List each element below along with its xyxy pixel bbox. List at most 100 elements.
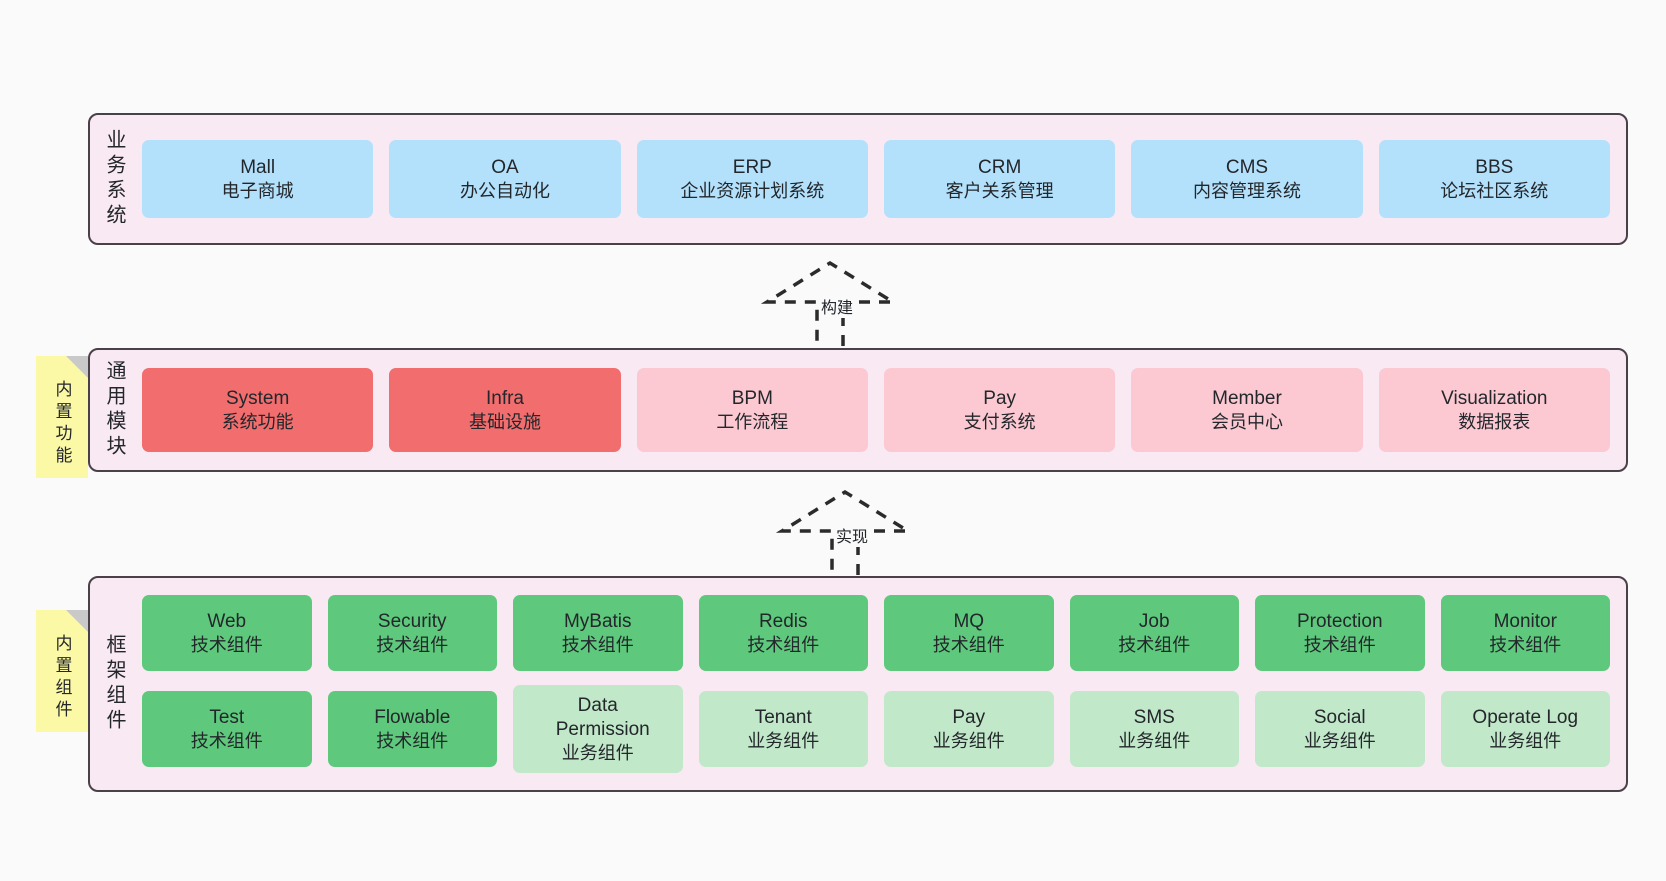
card-title: Redis bbox=[758, 610, 808, 632]
card-subtitle: 客户关系管理 bbox=[945, 180, 1054, 201]
layer-title-business-system: 业务系统 bbox=[90, 115, 138, 243]
card-protection[interactable]: Protection 技术组件 bbox=[1255, 595, 1425, 671]
card-title: Infra bbox=[485, 387, 524, 409]
sticky-note-builtin-components: 内置组件 bbox=[36, 610, 88, 732]
card-subtitle: 办公自动化 bbox=[459, 180, 550, 201]
card-title: Protection bbox=[1296, 610, 1383, 632]
card-pay[interactable]: Pay 支付系统 bbox=[883, 368, 1116, 452]
layer-business-system: 业务系统 Mall 电子商城 OA 办公自动化 ERP 企业资源计划系统 CRM… bbox=[88, 113, 1628, 245]
layer-title-framework-component: 框架组件 bbox=[90, 578, 138, 790]
card-mybatis[interactable]: MyBatis 技术组件 bbox=[513, 595, 683, 671]
card-oa[interactable]: OA 办公自动化 bbox=[389, 140, 621, 218]
layer-framework-component: 框架组件 Web 技术组件 Security 技术组件 MyBatis 技术组件… bbox=[88, 576, 1628, 792]
card-subtitle: 工作流程 bbox=[716, 411, 789, 432]
layer-title-common-module: 通用模块 bbox=[90, 350, 138, 470]
card-subtitle: 基础设施 bbox=[468, 411, 541, 432]
connector-build-label: 构建 bbox=[819, 294, 856, 318]
card-job[interactable]: Job 技术组件 bbox=[1069, 595, 1239, 671]
framework-row-business: Test 技术组件 Flowable 技术组件 Data Permission … bbox=[142, 685, 1610, 773]
sticky-fold-corner bbox=[66, 610, 88, 632]
card-subtitle: 业务组件 bbox=[1303, 730, 1376, 751]
card-subtitle: 技术组件 bbox=[1118, 634, 1191, 655]
card-title: Pay bbox=[983, 387, 1017, 409]
card-title: BPM bbox=[731, 387, 773, 409]
card-subtitle: 技术组件 bbox=[190, 730, 263, 751]
card-title: Security bbox=[377, 610, 447, 632]
card-subtitle: 企业资源计划系统 bbox=[680, 180, 825, 201]
card-title: Test bbox=[209, 706, 245, 728]
card-redis[interactable]: Redis 技术组件 bbox=[698, 595, 868, 671]
layer-title-text: 框架组件 bbox=[103, 634, 125, 734]
sticky-note-text: 内置功能 bbox=[52, 380, 72, 468]
card-title: Job bbox=[1138, 610, 1170, 632]
card-title: MyBatis bbox=[563, 610, 632, 632]
card-tenant[interactable]: Tenant 业务组件 bbox=[698, 691, 868, 767]
card-title: Monitor bbox=[1493, 610, 1557, 632]
card-crm[interactable]: CRM 客户关系管理 bbox=[883, 140, 1116, 218]
card-title: Pay bbox=[952, 706, 986, 728]
card-test[interactable]: Test 技术组件 bbox=[142, 691, 312, 767]
card-cms[interactable]: CMS 内容管理系统 bbox=[1131, 140, 1363, 218]
card-visualization[interactable]: Visualization 数据报表 bbox=[1378, 368, 1610, 452]
card-subtitle: 技术组件 bbox=[747, 634, 820, 655]
card-system[interactable]: System 系统功能 bbox=[142, 368, 374, 452]
card-operate-log[interactable]: Operate Log 业务组件 bbox=[1440, 691, 1610, 767]
card-title: Data Permission bbox=[555, 695, 650, 740]
framework-row-technical: Web 技术组件 Security 技术组件 MyBatis 技术组件 Redi… bbox=[142, 595, 1610, 671]
card-subtitle: 电子商城 bbox=[221, 180, 294, 201]
layer-title-text: 业务系统 bbox=[103, 129, 125, 229]
layer-title-text: 通用模块 bbox=[103, 360, 125, 460]
card-title: Mall bbox=[240, 156, 276, 178]
card-mq[interactable]: MQ 技术组件 bbox=[884, 595, 1054, 671]
card-subtitle: 内容管理系统 bbox=[1192, 180, 1301, 201]
card-pay-business[interactable]: Pay 业务组件 bbox=[884, 691, 1054, 767]
card-erp[interactable]: ERP 企业资源计划系统 bbox=[636, 140, 868, 218]
card-subtitle: 技术组件 bbox=[190, 634, 263, 655]
card-member[interactable]: Member 会员中心 bbox=[1131, 368, 1363, 452]
card-subtitle: 业务组件 bbox=[1118, 730, 1191, 751]
card-subtitle: 业务组件 bbox=[747, 730, 820, 751]
card-subtitle: 系统功能 bbox=[221, 411, 294, 432]
card-mall[interactable]: Mall 电子商城 bbox=[142, 140, 374, 218]
card-subtitle: 技术组件 bbox=[932, 634, 1005, 655]
sticky-note-builtin-features: 内置功能 bbox=[36, 356, 88, 478]
card-title: Web bbox=[207, 610, 247, 632]
card-flowable[interactable]: Flowable 技术组件 bbox=[327, 691, 497, 767]
common-module-cards: System 系统功能 Infra 基础设施 BPM 工作流程 Pay 支付系统… bbox=[138, 350, 1626, 470]
card-infra[interactable]: Infra 基础设施 bbox=[389, 368, 621, 452]
card-title: System bbox=[225, 387, 290, 409]
sticky-fold-corner bbox=[66, 356, 88, 378]
card-bbs[interactable]: BBS 论坛社区系统 bbox=[1378, 140, 1610, 218]
business-system-cards: Mall 电子商城 OA 办公自动化 ERP 企业资源计划系统 CRM 客户关系… bbox=[138, 115, 1626, 243]
card-social[interactable]: Social 业务组件 bbox=[1255, 691, 1425, 767]
card-subtitle: 数据报表 bbox=[1458, 411, 1531, 432]
framework-component-grid: Web 技术组件 Security 技术组件 MyBatis 技术组件 Redi… bbox=[138, 578, 1626, 790]
card-title: MQ bbox=[953, 610, 985, 632]
card-title: OA bbox=[491, 156, 519, 178]
card-sms[interactable]: SMS 业务组件 bbox=[1069, 691, 1239, 767]
card-security[interactable]: Security 技术组件 bbox=[327, 595, 497, 671]
card-subtitle: 业务组件 bbox=[932, 730, 1005, 751]
card-subtitle: 支付系统 bbox=[963, 411, 1036, 432]
card-monitor[interactable]: Monitor 技术组件 bbox=[1440, 595, 1610, 671]
connector-implement: 实现 bbox=[770, 487, 920, 577]
card-title: CRM bbox=[978, 156, 1022, 178]
sticky-note-text: 内置组件 bbox=[52, 634, 72, 722]
card-subtitle: 会员中心 bbox=[1210, 411, 1283, 432]
card-title: Social bbox=[1313, 706, 1366, 728]
card-title: ERP bbox=[732, 156, 772, 178]
connector-implement-label: 实现 bbox=[834, 523, 871, 547]
card-web[interactable]: Web 技术组件 bbox=[142, 595, 312, 671]
card-title: SMS bbox=[1133, 706, 1175, 728]
card-subtitle: 业务组件 bbox=[561, 742, 634, 763]
card-data-permission[interactable]: Data Permission 业务组件 bbox=[513, 685, 683, 773]
card-bpm[interactable]: BPM 工作流程 bbox=[636, 368, 868, 452]
card-title: BBS bbox=[1475, 156, 1514, 178]
card-subtitle: 技术组件 bbox=[561, 634, 634, 655]
connector-build: 构建 bbox=[755, 258, 905, 348]
card-title: CMS bbox=[1225, 156, 1269, 178]
card-subtitle: 技术组件 bbox=[376, 730, 449, 751]
card-title: Visualization bbox=[1441, 387, 1548, 409]
layer-common-module: 通用模块 System 系统功能 Infra 基础设施 BPM 工作流程 Pay… bbox=[88, 348, 1628, 472]
